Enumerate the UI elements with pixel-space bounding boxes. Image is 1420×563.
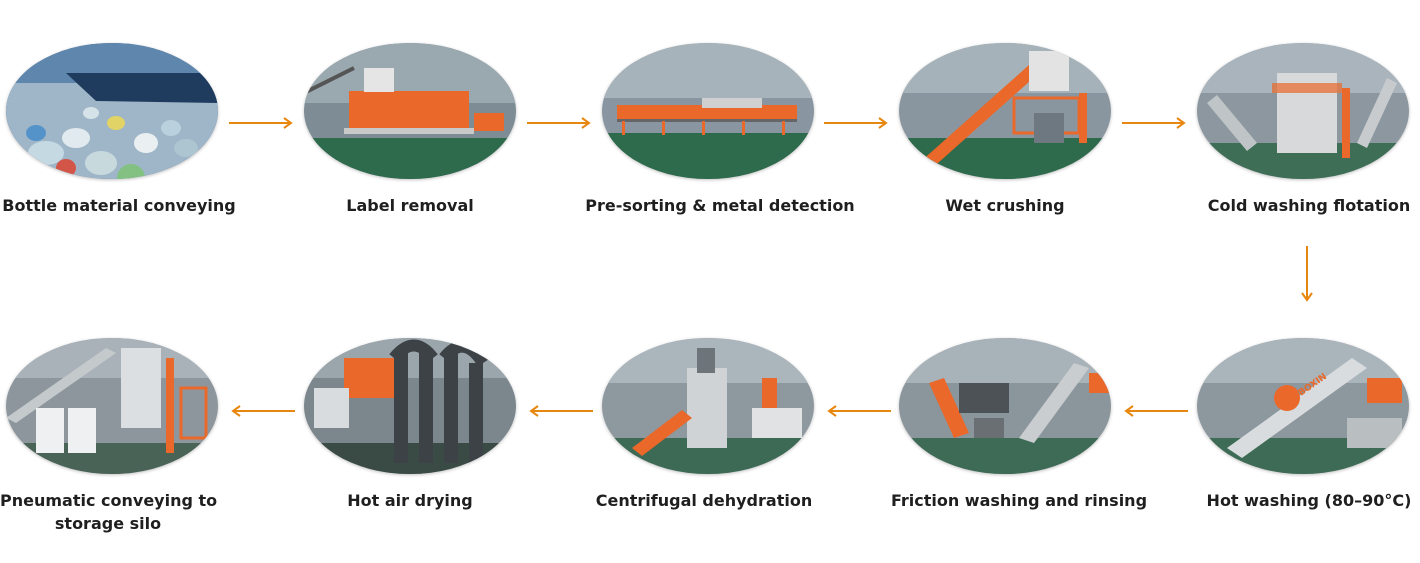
- step-label-line-2: storage silo: [54, 514, 162, 533]
- arrow-left-icon: [827, 405, 891, 417]
- plastic-bottles-conveyor-photo: [6, 43, 218, 179]
- arrow-right-icon: [527, 117, 591, 129]
- step-label: Label removal: [346, 196, 474, 215]
- arrow-right-icon: [1122, 117, 1186, 129]
- step-label: Pre-sorting & metal detection: [585, 196, 855, 215]
- step-label: Centrifugal dehydration: [595, 491, 813, 510]
- step-label: Pneumatic conveying to storage silo: [0, 489, 218, 535]
- flotation-tank-photo: [1197, 43, 1409, 179]
- step-label: Cold washing flotation: [1207, 196, 1411, 215]
- arrow-left-icon: [529, 405, 593, 417]
- hot-air-dryer-pipes-photo: [304, 338, 516, 474]
- step-label: Hot washing (80–90°C): [1206, 491, 1412, 510]
- friction-washer-photo: [899, 338, 1111, 474]
- centrifugal-dryer-photo: [602, 338, 814, 474]
- wet-crusher-photo: [899, 43, 1111, 179]
- step-label: Hot air drying: [347, 491, 473, 510]
- arrow-left-icon: [1124, 405, 1188, 417]
- sorting-conveyor-photo: [602, 43, 814, 179]
- step-label-line-1: Pneumatic conveying to: [0, 491, 218, 510]
- hot-washing-tank-photo: BOXIN: [1197, 338, 1409, 474]
- arrow-right-icon: [229, 117, 293, 129]
- label-removal-machine-photo: [304, 43, 516, 179]
- step-label: Bottle material conveying: [2, 196, 236, 215]
- arrow-down-icon: [1301, 246, 1313, 302]
- step-label: Friction washing and rinsing: [890, 491, 1148, 510]
- storage-silo-photo: [6, 338, 218, 474]
- step-label: Wet crushing: [945, 196, 1065, 215]
- arrow-right-icon: [824, 117, 888, 129]
- arrow-left-icon: [231, 405, 295, 417]
